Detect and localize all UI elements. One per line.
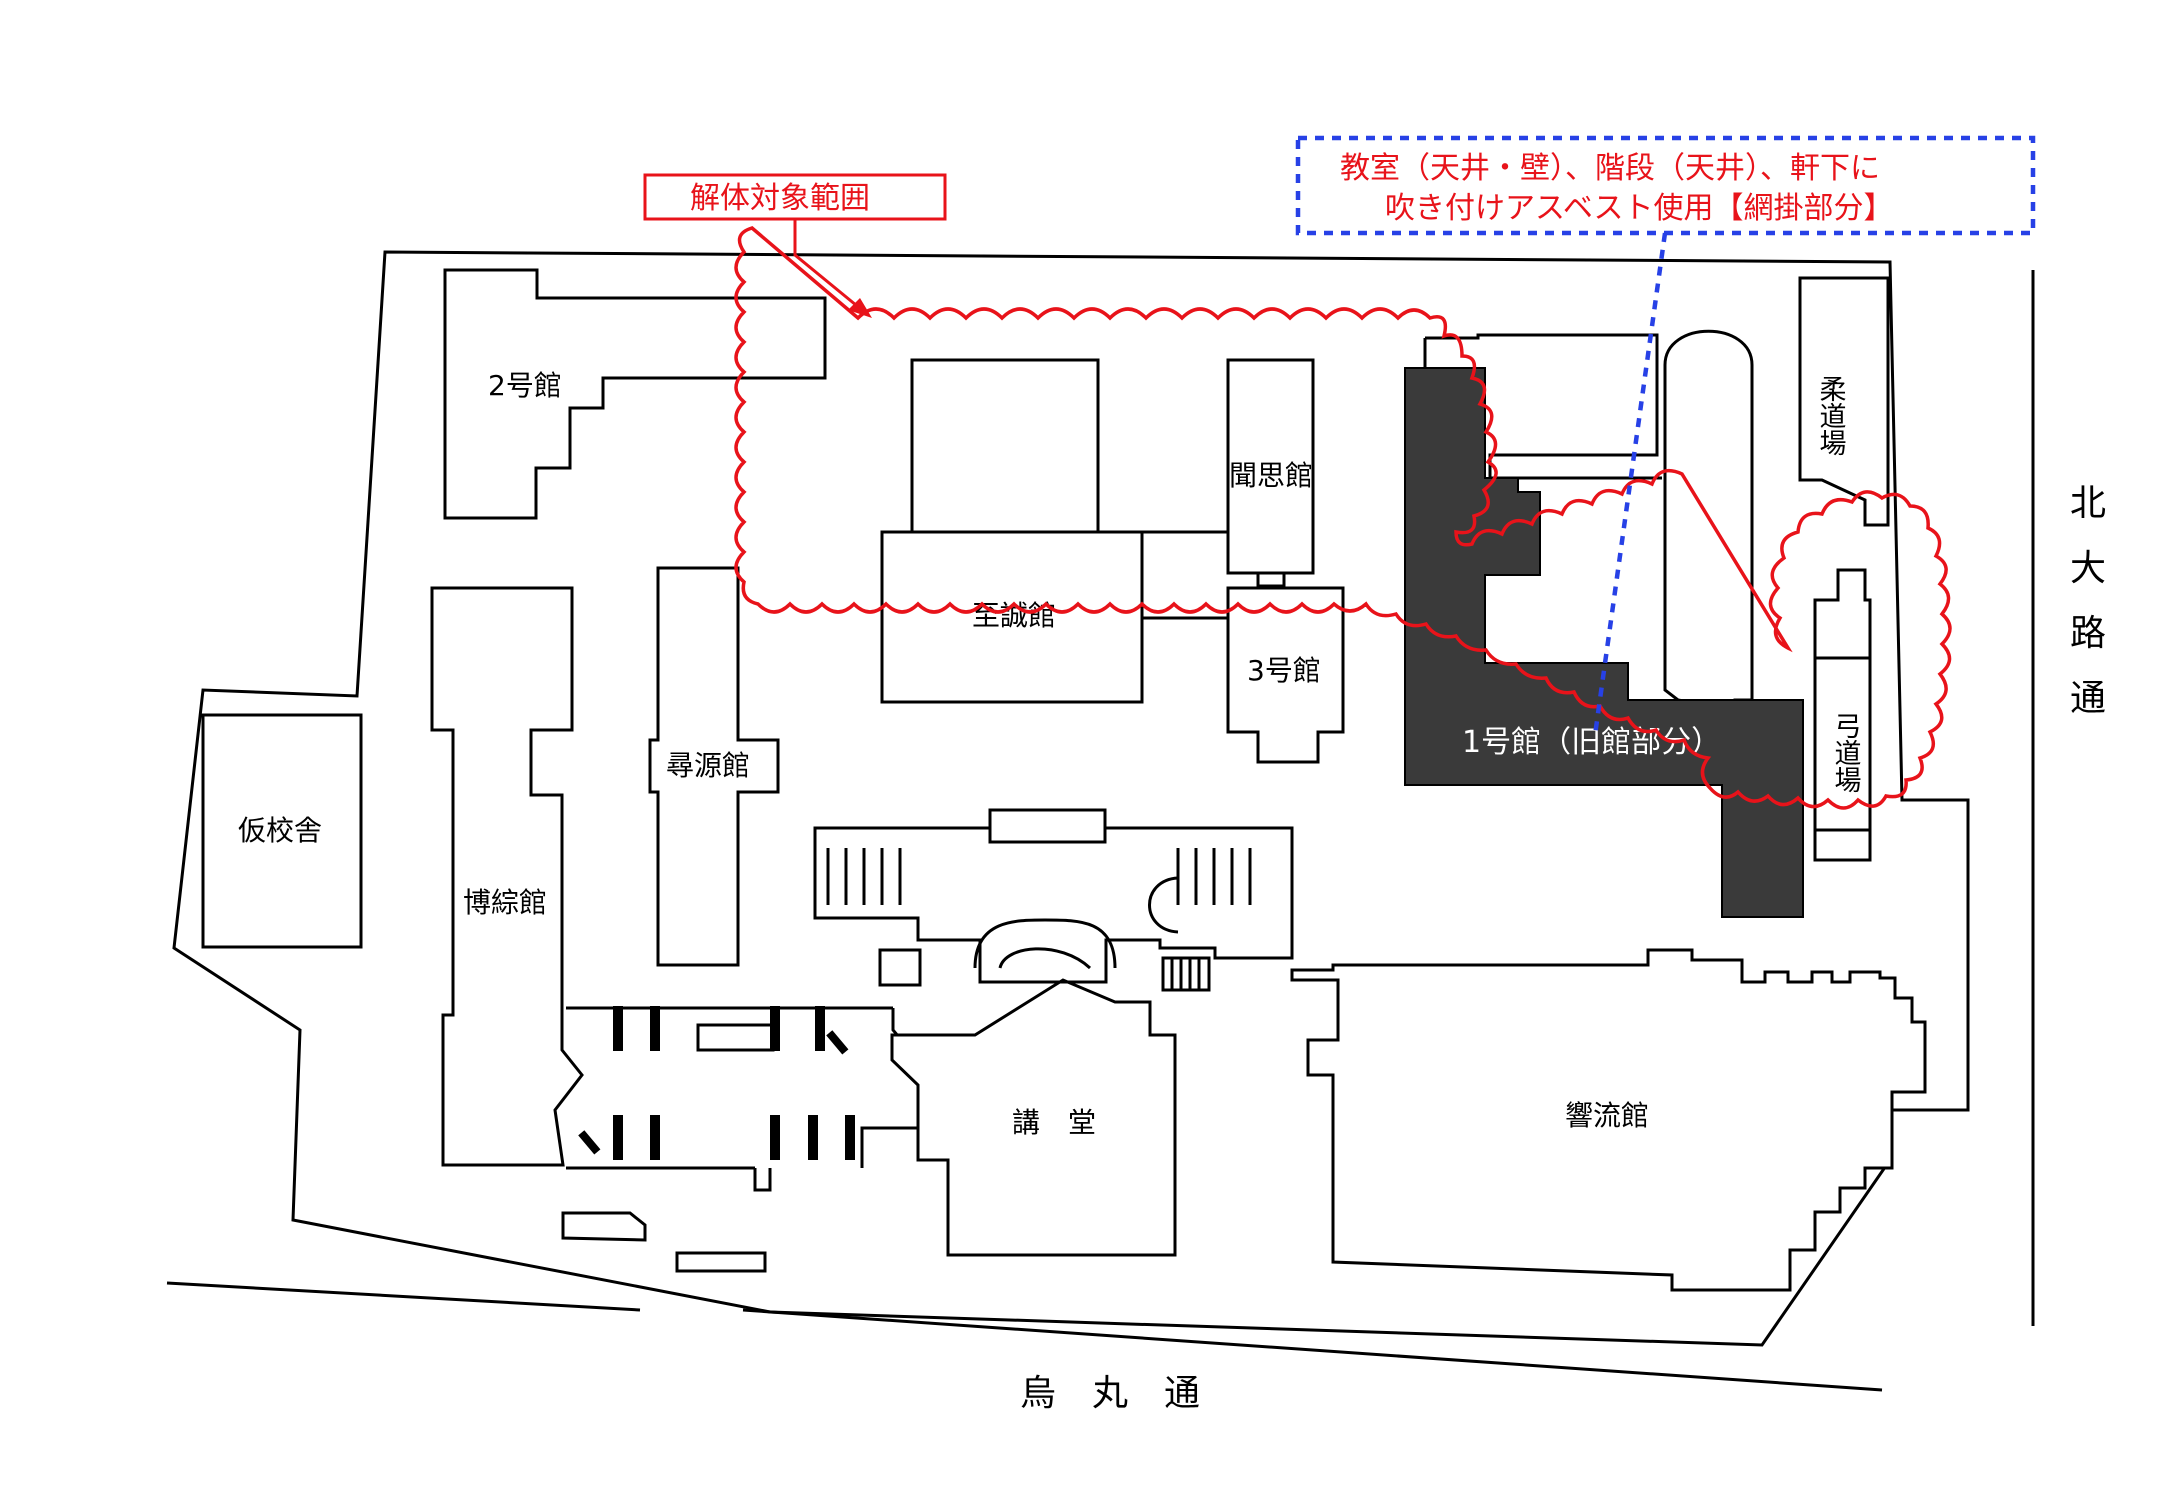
building-hakusoukan [430,586,584,1167]
road-edge-karasuma-1 [166,1281,641,1312]
portico-arch [973,918,1117,970]
building-3-label: 3号館 [1247,654,1321,687]
building-hakusoukan-label: 博綜館 [463,886,547,919]
building-kyoryukan [1290,948,1927,1292]
building-judojo-label-1: 柔道場 [1815,375,1847,456]
corridor-box [696,1023,775,1052]
building-3 [1226,586,1345,764]
road-kitaoji-1: 北 [2070,483,2106,524]
asbestos-callout-line-1: 教室（天井・壁）、階段（天井）、軒下に [1340,151,1880,186]
road-kitaoji-2: 大 [2070,548,2106,589]
portico-side [878,876,1179,987]
portico-steps [1161,956,1211,992]
portico-stairs [826,828,1252,905]
building-north-annex [1423,333,1662,480]
portico-structure [813,808,1294,984]
connector-monshikan [1256,571,1286,588]
asbestos-callout-box [1295,135,2036,236]
road-edge-karasuma-2 [742,1308,1883,1392]
asbestos-callout-line-2: 吹き付けアスベスト使用【網掛部分】 [1385,191,1894,226]
demolition-arrow [793,219,863,312]
building-jingenkan-label: 尋源館 [666,749,750,782]
small-structure-2 [675,1251,767,1273]
building-monshikan-label: 聞思館 [1229,459,1313,492]
building-kyoryukan-label: 響流館 [1565,1099,1649,1132]
building-karikousha [201,713,363,949]
demolition-arrow-head [848,298,872,318]
building-2-label: 2号館 [488,369,562,402]
demolition-label: 解体対象範囲 [690,181,870,216]
building-karikousha-label: 仮校舎 [238,814,322,847]
small-structure-1 [561,1211,647,1242]
campus-boundary [172,250,1970,1347]
demolition-label-box [643,173,947,221]
road-kitaoji-3: 路 [2070,613,2106,654]
connector-shiseikan [1098,530,1228,620]
corridor-wing [566,1006,920,1192]
road-kitaoji-4: 通 [2070,678,2106,719]
building-kyudojo-label: 弓道場 [1830,712,1862,793]
building-kodo [890,978,1177,1257]
building-2 [443,268,827,520]
building-monshikan [1226,358,1315,575]
corridor-pillars [578,1006,855,1160]
building-1-label: 1号館（旧館部分） [1462,725,1721,760]
building-kyudojo [1813,568,1872,862]
demolition-area-main [734,226,1952,810]
building-kodo-label: 講 堂 [1012,1106,1096,1139]
building-shiseikan [880,530,1144,704]
building-judojo [1798,276,1890,527]
building-shiseikan-north [910,358,1100,534]
building-1-hatched [1404,367,1804,918]
road-karasuma: 烏 丸 通 [1020,1373,1200,1414]
building-jingenkan [648,566,780,967]
